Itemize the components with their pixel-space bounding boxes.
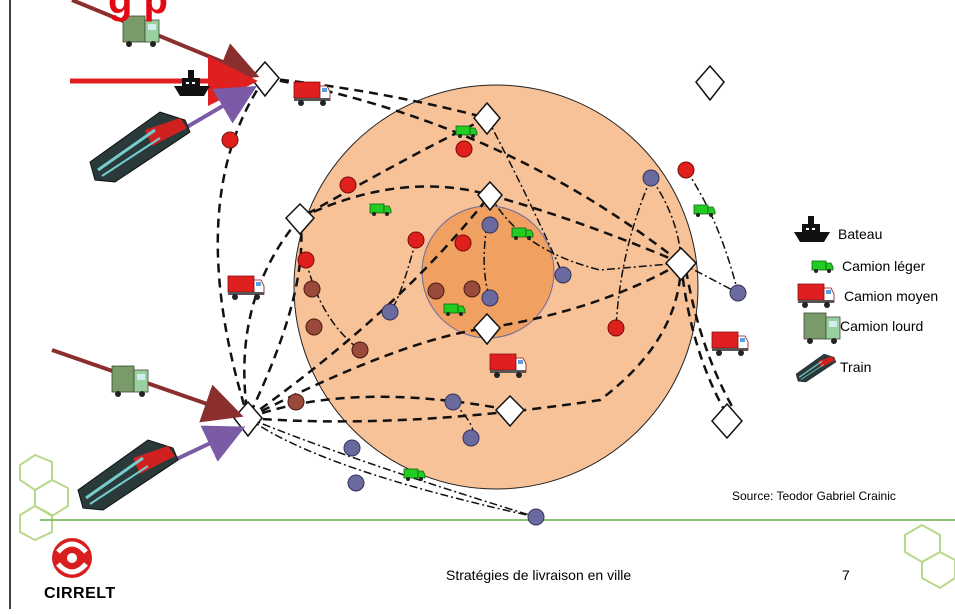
blue-node (642, 169, 660, 187)
hub-node (473, 101, 501, 136)
brown-nodes (287, 280, 481, 411)
legend-label-bateau: Bateau (838, 226, 883, 242)
hub-node (494, 394, 526, 428)
slide-title-fragment: g p (108, 0, 168, 22)
brown-node (287, 393, 305, 411)
blue-node (729, 284, 747, 302)
legend-train-icon (795, 353, 837, 383)
legend-label-train: Train (840, 359, 872, 375)
hub-node (477, 180, 503, 212)
brown-node (351, 341, 369, 359)
red-node (607, 319, 625, 337)
hub-node (710, 402, 744, 440)
medium-truck-icon (227, 275, 265, 301)
red-node (454, 234, 472, 252)
decorative-hexagons (19, 453, 955, 590)
brown-node (305, 318, 323, 336)
blue-node (381, 303, 399, 321)
hub-node (695, 64, 725, 102)
hub-node (664, 246, 698, 282)
footer-title: Stratégies de livraison en ville (446, 567, 632, 583)
blue-node (343, 439, 361, 457)
heavy-truck-icon (111, 365, 149, 398)
cirrelt-logo-text: CIRRELT (44, 585, 116, 602)
cirrelt-logo-mark (52, 538, 92, 578)
medium-truck-icon (711, 331, 749, 357)
light-truck-icon (693, 204, 716, 218)
hub-node (473, 312, 501, 346)
legend-heavy-truck-icon (803, 312, 841, 345)
blue-node (347, 474, 365, 492)
blue-node (554, 266, 572, 284)
blue-nodes (343, 169, 747, 526)
blue-node (481, 289, 499, 307)
train-icon (88, 110, 192, 184)
legend-label-camion-moyen: Camion moyen (844, 288, 939, 304)
page-number: 7 (842, 567, 850, 583)
legend-label-camion-lourd: Camion lourd (840, 318, 924, 334)
red-node (407, 231, 425, 249)
legend-light-truck-icon (811, 260, 834, 274)
brown-node (303, 280, 321, 298)
legend-label-camion-leger: Camion léger (842, 258, 926, 274)
blue-node (481, 216, 499, 234)
blue-node (444, 393, 462, 411)
train-icon (76, 438, 180, 512)
red-node (221, 131, 239, 149)
red-node (297, 251, 315, 269)
brown-node (427, 282, 445, 300)
red-node (455, 140, 473, 158)
red-node (339, 176, 357, 194)
source-caption: Source: Teodor Gabriel Crainic (732, 489, 896, 503)
blue-node (527, 508, 545, 526)
hub-diamonds (233, 60, 744, 440)
red-node (677, 161, 695, 179)
red-nodes (221, 131, 695, 337)
brown-node (463, 280, 481, 298)
legend-medium-truck-icon (797, 283, 835, 309)
legend-ship-icon (794, 216, 830, 242)
blue-node (462, 429, 480, 447)
hub-node (284, 202, 316, 236)
